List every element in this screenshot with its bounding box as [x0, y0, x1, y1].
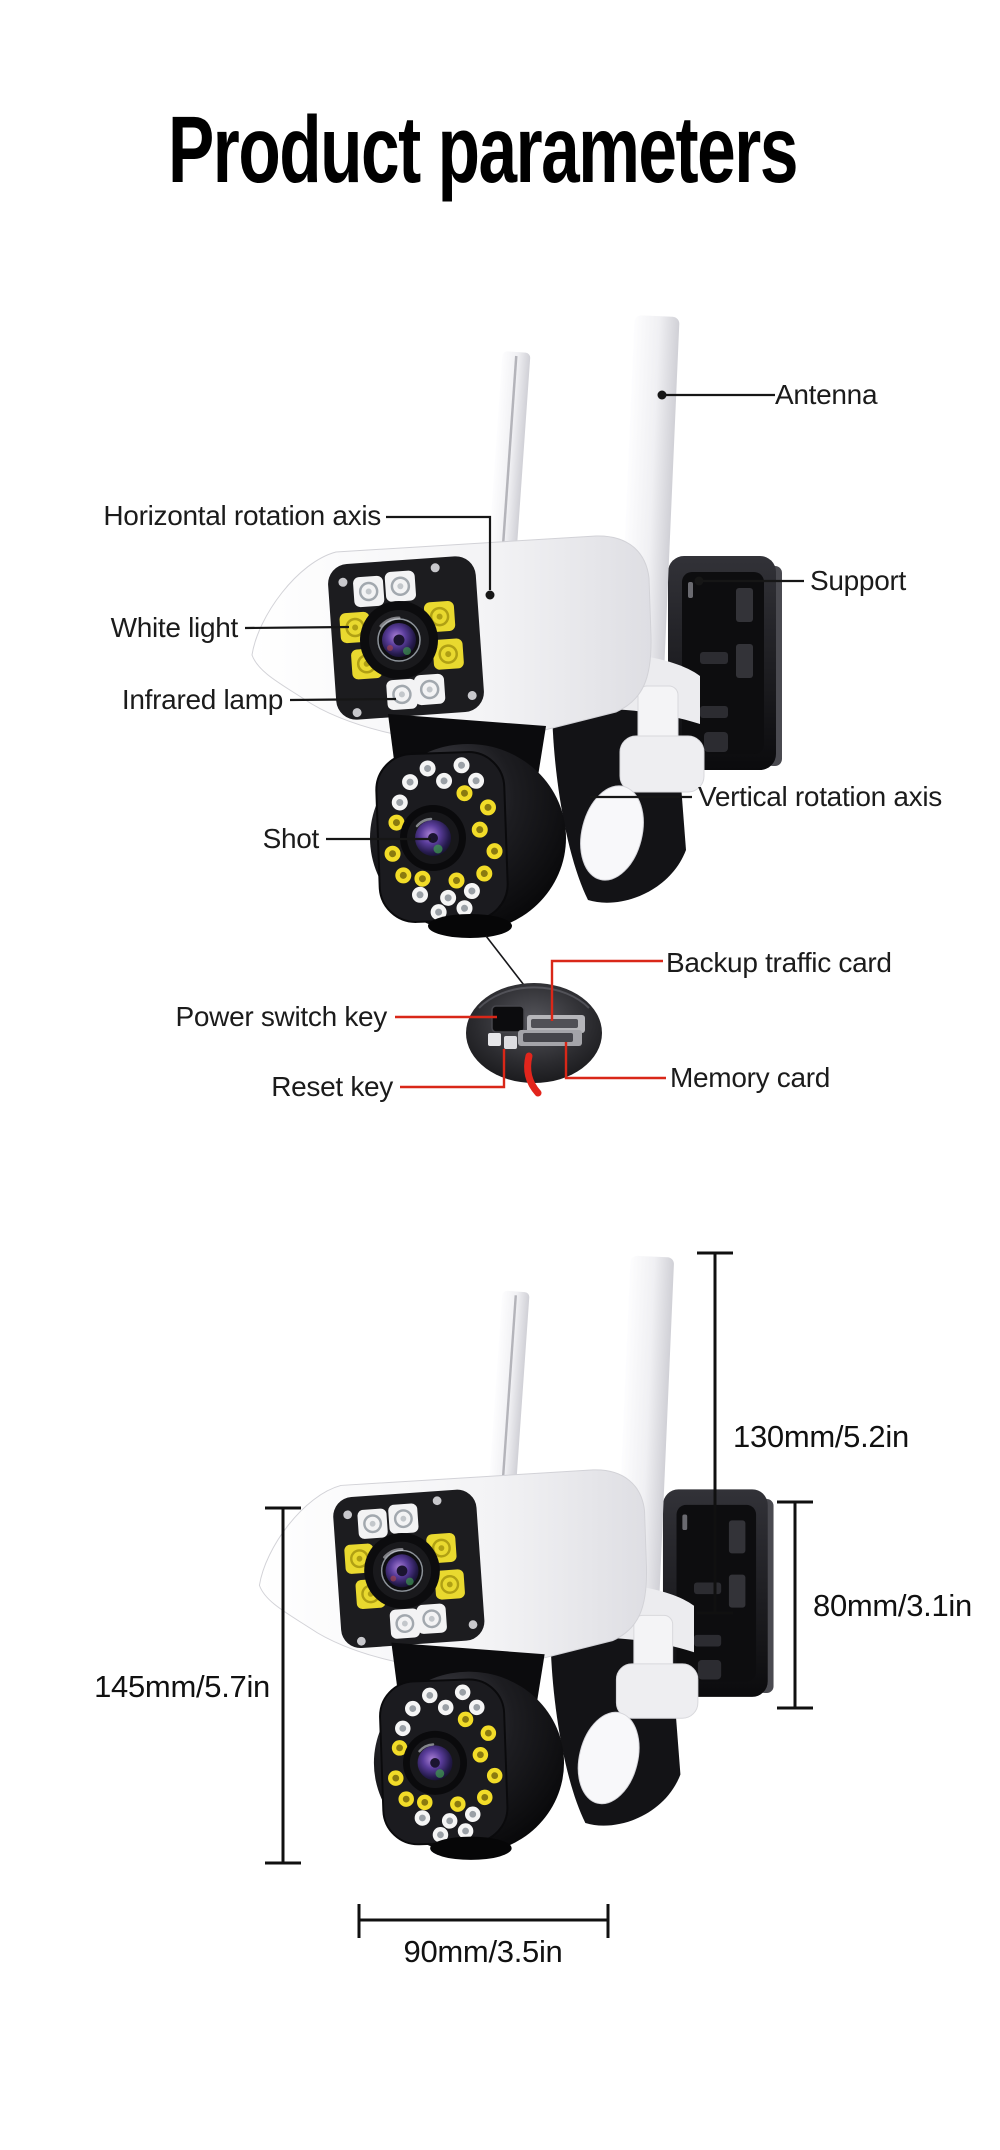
reset-button-shape [488, 1033, 501, 1046]
dimension-antenna-height: 130mm/5.2in [733, 1419, 909, 1454]
label-reset-key: Reset key [271, 1071, 393, 1102]
label-vertical-rotation-axis: Vertical rotation axis [698, 781, 942, 812]
power-wire-shape [524, 1052, 542, 1097]
dimension-bracket-height: 80mm/3.1in [813, 1588, 972, 1623]
page-title: Product parameters [168, 97, 798, 203]
label-horizontal-rotation-axis: Horizontal rotation axis [103, 500, 381, 531]
dimension-lines [265, 1251, 813, 1938]
label-antenna: Antenna [775, 379, 878, 410]
power-switch-shape [491, 1005, 525, 1033]
callout-dots [485, 390, 704, 600]
label-power-switch-key: Power switch key [175, 1001, 388, 1032]
label-memory-card: Memory card [670, 1062, 831, 1093]
callout-lines-red [395, 959, 666, 1089]
callout-lines-black [244, 393, 804, 841]
label-backup-traffic-card: Backup traffic card [666, 947, 892, 978]
dimension-body-height: 145mm/5.7in [94, 1669, 270, 1704]
camera-photo-2 [257, 1254, 775, 1862]
label-white-light: White light [110, 612, 239, 643]
label-infrared-lamp: Infrared lamp [121, 684, 283, 715]
label-support: Support [810, 565, 906, 596]
dimension-body-width: 90mm/3.5in [403, 1934, 563, 1969]
label-shot: Shot [262, 823, 320, 854]
underside-detail [466, 935, 602, 1097]
